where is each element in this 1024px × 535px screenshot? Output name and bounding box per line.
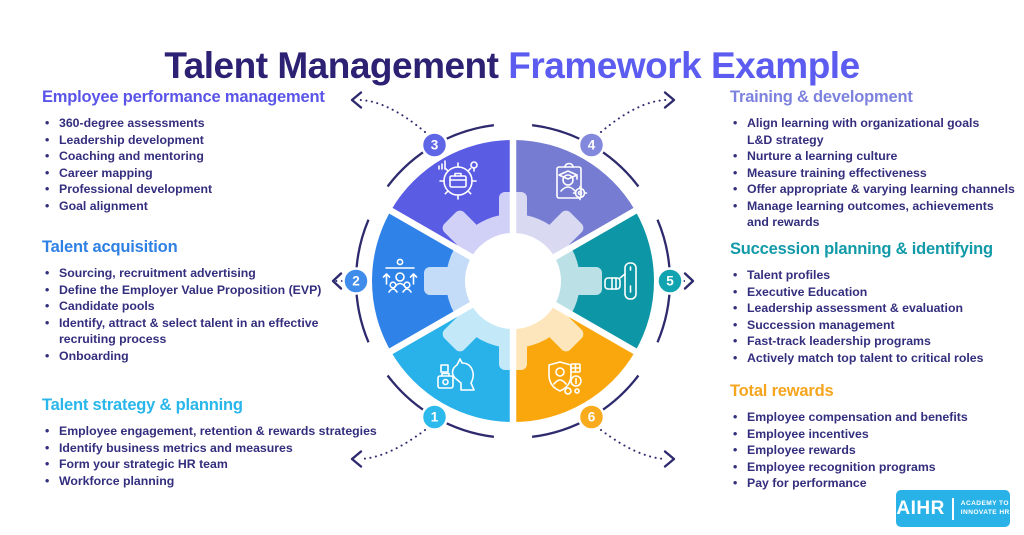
wheel-center-hub <box>465 233 561 329</box>
list-item: Employee engagement, retention & rewards… <box>42 423 382 440</box>
list-item: Candidate pools <box>42 298 372 315</box>
list-item: Workforce planning <box>42 473 382 490</box>
list-item: Offer appropriate & varying learning cha… <box>730 181 1022 198</box>
chevron-left-icon <box>331 272 343 290</box>
list-item: Measure training effectiveness <box>730 165 1022 182</box>
badge-2 <box>342 267 370 295</box>
badge-1-number: 1 <box>431 410 439 425</box>
logo-tagline-line1: ACADEMY TO <box>960 500 1009 507</box>
section-talent-strategy-planning: Talent strategy & planning Employee enga… <box>42 396 382 489</box>
shield-rewards-icon <box>548 361 582 395</box>
badge-5-number: 5 <box>666 274 674 289</box>
list-item: Leadership assessment & evaluation <box>730 300 1022 317</box>
badge-2-number: 2 <box>352 274 360 289</box>
section-heading: Total rewards <box>730 382 834 400</box>
section-heading: Succession planning & identifying <box>730 240 993 258</box>
chevron-right-icon <box>663 450 676 468</box>
chevron-right-icon <box>683 272 695 290</box>
list-item: Employee incentives <box>730 426 1022 443</box>
page-title-part2: Framework Example <box>508 44 860 86</box>
logo-divider <box>951 497 954 520</box>
aihr-logo-brand: AIHR <box>896 497 945 519</box>
logo-tagline-line2: INNOVATE HR <box>960 508 1010 516</box>
list-item: Employee compensation and benefits <box>730 409 1022 426</box>
section-heading: Employee performance management <box>42 88 325 106</box>
bullet-list: 360-degree assessments Leadership develo… <box>42 115 372 214</box>
bullet-list: Employee engagement, retention & rewards… <box>42 423 382 489</box>
hand-baton-icon <box>604 262 637 300</box>
list-item: Form your strategic HR team <box>42 456 382 473</box>
list-item: Career mapping <box>42 165 372 182</box>
list-item: Coaching and mentoring <box>42 148 372 165</box>
list-item: Professional development <box>42 181 372 198</box>
list-item: Employee rewards <box>730 442 1022 459</box>
badge-3 <box>420 131 449 159</box>
badge-4 <box>577 131 606 159</box>
chevron-left-icon <box>350 450 363 468</box>
badge-6-number: 6 <box>588 410 596 425</box>
list-item: Employee recognition programs <box>730 459 1022 476</box>
wheel-badges: 3 4 2 5 1 6 <box>342 131 684 431</box>
list-item: Actively match top talent to critical ro… <box>730 350 1022 367</box>
section-succession-planning: Succession planning & identifying Talent… <box>730 240 1022 366</box>
list-item: Identify, attract & select talent in an … <box>42 315 372 348</box>
section-heading: Training & development <box>730 88 913 106</box>
bullet-list: Sourcing, recruitment advertising Define… <box>42 265 372 364</box>
gear-briefcase-icon <box>438 160 478 200</box>
badge-1 <box>420 403 449 431</box>
bullet-list: Talent profiles Executive Education Lead… <box>730 267 1022 366</box>
badge-6 <box>577 403 606 431</box>
list-item: Leadership development <box>42 132 372 149</box>
badge-3-number: 3 <box>431 138 439 153</box>
list-item: Talent profiles <box>730 267 1022 284</box>
list-item: Sourcing, recruitment advertising <box>42 265 372 282</box>
list-item: Nurture a learning culture <box>730 148 1022 165</box>
section-heading: Talent strategy & planning <box>42 396 243 414</box>
section-talent-acquisition: Talent acquisition Sourcing, recruitment… <box>42 238 372 364</box>
badge-4-number: 4 <box>588 138 596 153</box>
list-item: Align learning with organizational goals… <box>730 115 1022 148</box>
list-item: Onboarding <box>42 348 372 365</box>
bullet-list: Employee compensation and benefits Emplo… <box>730 409 1022 492</box>
list-item: Pay for performance <box>730 475 1022 492</box>
list-item: Identify business metrics and measures <box>42 440 382 457</box>
section-training-development: Training & development Align learning wi… <box>730 88 1022 231</box>
logo-tagline: ACADEMY TO INNOVATE HR <box>961 500 1010 517</box>
chess-knight-strategy-icon <box>437 358 475 391</box>
list-item: Manage learning outcomes, achievements a… <box>730 198 1022 231</box>
list-item: Succession management <box>730 317 1022 334</box>
section-total-rewards: Total rewards Employee compensation and … <box>730 382 1022 492</box>
dotted-connectors <box>335 99 690 460</box>
list-item: Executive Education <box>730 284 1022 301</box>
section-employee-performance-management: Employee performance management 360-degr… <box>42 88 372 214</box>
list-item: Fast-track leadership programs <box>730 333 1022 350</box>
chevron-left-icon <box>350 91 363 109</box>
list-item: Define the Employer Value Proposition (E… <box>42 282 372 299</box>
bullet-list: Align learning with organizational goals… <box>730 115 1022 231</box>
clipboard-graduate-icon <box>556 162 588 201</box>
org-growth-people-icon <box>382 258 418 293</box>
section-heading: Talent acquisition <box>42 238 178 256</box>
page-title-part1: Talent Management <box>164 44 499 86</box>
badge-5 <box>656 267 684 295</box>
chevron-right-icon <box>663 91 676 109</box>
list-item: 360-degree assessments <box>42 115 372 132</box>
aihr-logo: AIHR ACADEMY TO INNOVATE HR <box>896 490 1010 527</box>
page-title: Talent Management Framework Example <box>0 45 1024 87</box>
list-item: Goal alignment <box>42 198 372 215</box>
